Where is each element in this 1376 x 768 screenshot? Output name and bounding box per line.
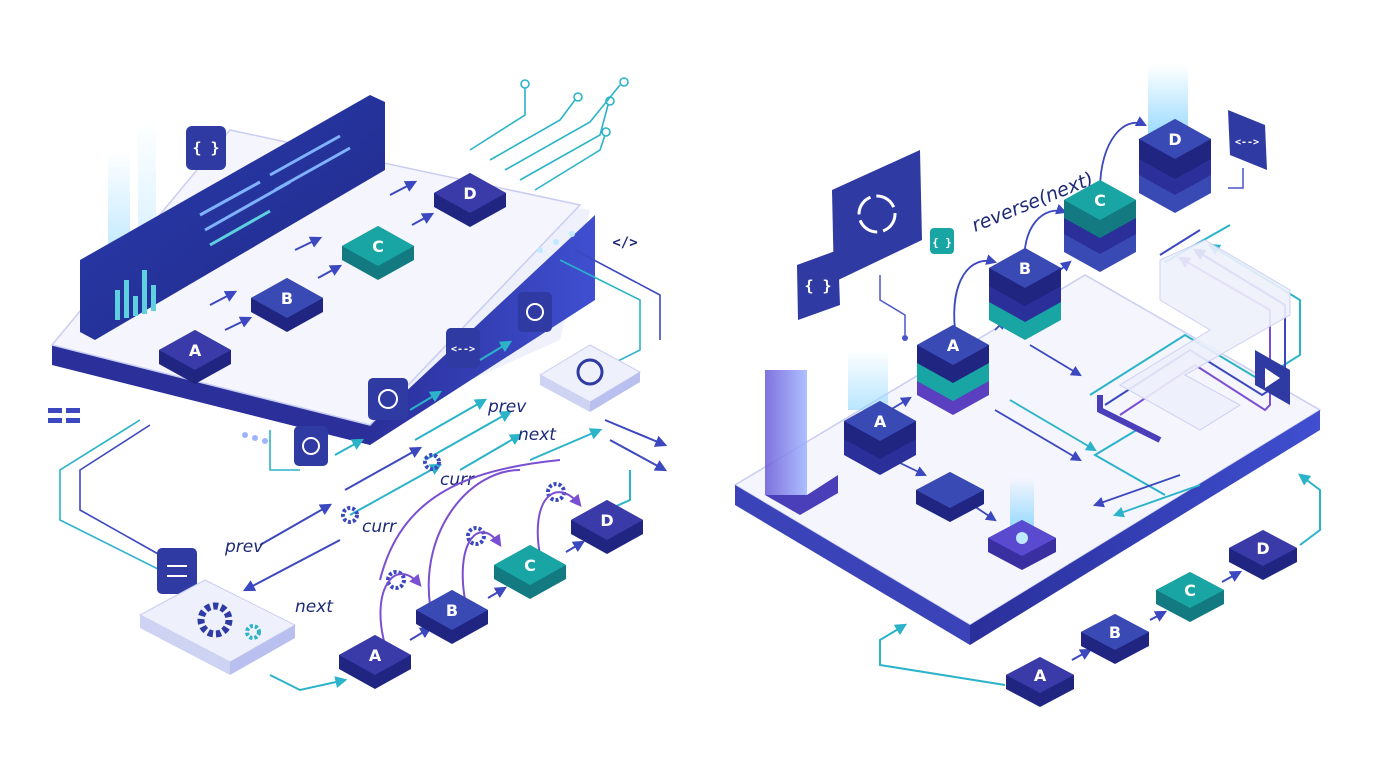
empty-node [916,472,984,522]
next-label: next [295,597,334,617]
refresh-icon [518,292,552,332]
prev-label: prev [224,537,264,557]
left-panel: { } </> [48,77,668,692]
stack-node-a-upper: A [917,325,989,415]
right-bottom-links [879,473,1321,686]
svg-text:B: B [281,289,293,308]
status-led [537,247,543,253]
bottom-node-d: D [571,500,643,554]
right-panel: { } { } reverse(next) <--> [733,65,1322,707]
arrow-code-icon: <--> [1228,110,1267,170]
connector-line [1228,168,1244,189]
svg-text:D: D [1256,539,1269,558]
svg-text:B: B [1109,623,1121,642]
bottom-node-a: A [339,635,411,689]
prev-label: prev [487,397,527,417]
bottom-node-c: C [494,545,566,599]
svg-text:A: A [189,341,202,360]
top-list-links [209,180,435,331]
braces-icon: { } [797,250,840,320]
bottom-list-links [269,459,586,692]
status-led [252,435,258,441]
svg-text:C: C [1094,191,1106,210]
pillar [765,370,838,515]
code-screen [80,95,385,340]
stacked-nodes: A A B C [844,119,1211,475]
top-node-a: A [159,330,231,384]
bottom-node-b: B [416,590,488,644]
curr-label: curr [440,470,475,490]
svg-text:<-->: <--> [1235,137,1259,148]
glowing-node [988,478,1056,570]
gear-icon [386,570,406,590]
top-node-b: B [251,278,323,332]
svg-text:D: D [463,184,476,203]
svg-text:<-->: <--> [451,344,475,355]
loop-icon-panel [832,150,922,282]
status-led [569,231,575,237]
status-led [553,239,559,245]
raised-track [1097,239,1291,443]
connector-line [879,275,906,335]
svg-text:A: A [947,336,960,355]
svg-text:C: C [524,556,536,575]
svg-text:{ }: { } [804,277,831,295]
gear-icon [466,526,486,546]
svg-text:C: C [1184,581,1196,600]
next-label: next [518,425,557,445]
play-icon [1255,350,1290,405]
svg-text:{ }: { } [932,236,952,249]
right-bottom-list: A B C D [1006,530,1297,707]
stack-node-d: D [1139,119,1211,213]
svg-text:A: A [1034,666,1047,685]
svg-text:C: C [372,237,384,256]
svg-text:B: B [1019,259,1031,278]
braces-icon: { } [186,126,226,170]
svg-text:D: D [1168,130,1181,149]
right-bottom-node-a: A [1006,657,1074,707]
top-node-d: D [434,173,506,227]
connector-dot [902,335,908,341]
gear-platform [138,579,297,675]
gear-icon [197,602,233,638]
flow-lines [59,249,661,571]
sync-platform [538,344,642,412]
right-bottom-node-d: D [1229,530,1297,580]
top-linked-list: A B C D [159,173,506,384]
arrow-code-icon: <--> [446,328,480,368]
circuit-lines [469,77,629,191]
platform-arrows [889,116,1201,522]
stack-node-b: B [989,248,1061,340]
swap-icon [157,548,197,594]
refresh-icon [294,426,328,466]
code-tag-icon: </> [612,235,637,251]
gear-icon [423,453,441,471]
top-node-c: C [342,226,414,280]
refresh-icon [368,378,408,420]
curr-label: curr [362,517,397,537]
right-bottom-node-b: B [1081,614,1149,664]
status-led [262,438,268,444]
pointer-arrows [242,340,668,592]
bars-icon [48,408,80,423]
stack-node-a-lower: A [844,401,916,475]
svg-text:D: D [600,511,613,530]
svg-text:A: A [369,646,382,665]
svg-text:{ }: { } [192,139,219,157]
gear-icon [245,624,261,640]
bottom-linked-list: A B C D [339,500,643,689]
stack-node-c: C [1064,180,1136,272]
gear-icon [341,506,359,524]
svg-text:B: B [446,601,458,620]
right-bottom-node-c: C [1156,572,1224,622]
status-led [242,432,248,438]
light-beam [848,350,888,410]
svg-text:A: A [874,412,887,431]
